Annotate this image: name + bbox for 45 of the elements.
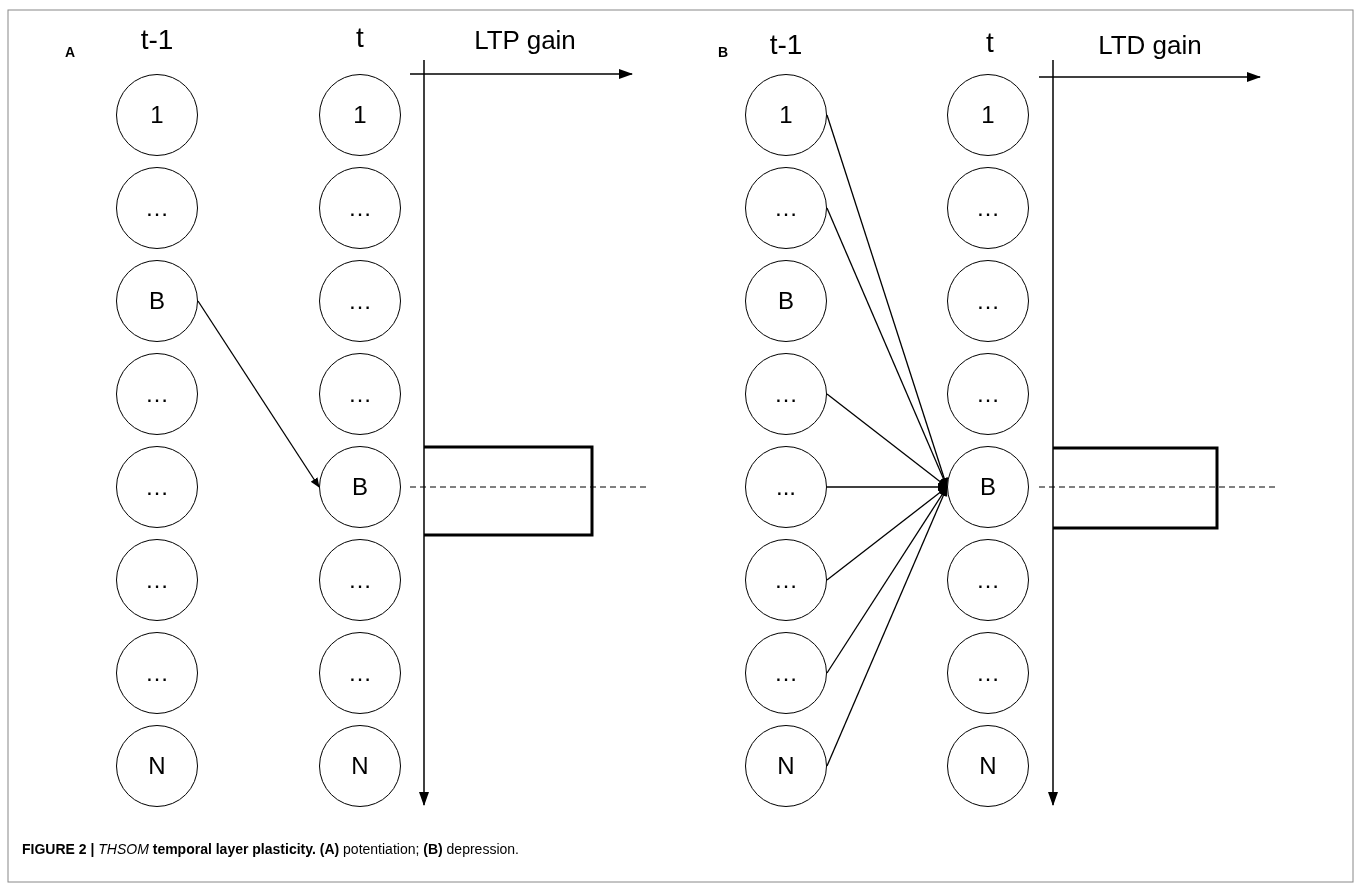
neuron-circle: … (116, 632, 198, 714)
panel-letter: B (717, 44, 729, 60)
neuron-circle: … (116, 353, 198, 435)
neuron-circle: … (319, 167, 401, 249)
axis-label: LTP gain (474, 24, 576, 56)
neuron-circle: … (319, 260, 401, 342)
neuron-circle: N (319, 725, 401, 807)
neuron-circle: … (947, 539, 1029, 621)
arrow (826, 483, 948, 491)
neuron-circle: … (947, 632, 1029, 714)
neuron-circle: … (947, 353, 1029, 435)
neuron-circle: ... (745, 446, 827, 528)
neuron-circle: 1 (745, 74, 827, 156)
neuron-circle: … (116, 539, 198, 621)
neuron-circle: … (947, 167, 1029, 249)
arrow (826, 486, 948, 581)
neuron-circle: … (319, 353, 401, 435)
axis-label: LTD gain (1098, 29, 1202, 61)
neuron-circle: … (319, 632, 401, 714)
neuron-circle: … (745, 167, 827, 249)
neuron-circle: … (947, 260, 1029, 342)
neuron-circle: B (319, 446, 401, 528)
neuron-circle: 1 (319, 74, 401, 156)
neuron-circle: B (116, 260, 198, 342)
neuron-circle: N (947, 725, 1029, 807)
panel-letter: A (64, 44, 76, 60)
arrow (197, 300, 320, 488)
arrow (826, 393, 948, 488)
neuron-circle: … (745, 632, 827, 714)
neuron-circle: … (116, 167, 198, 249)
neuron-circle: N (745, 725, 827, 807)
neuron-circle: 1 (116, 74, 198, 156)
neuron-circle: B (947, 446, 1029, 528)
neuron-circle: … (745, 353, 827, 435)
layer-label: t-1 (140, 24, 174, 56)
layer-label: t (356, 22, 364, 54)
neuron-circle: 1 (947, 74, 1029, 156)
neuron-circle: B (745, 260, 827, 342)
layer-label: t (986, 27, 994, 59)
neuron-circle: … (745, 539, 827, 621)
neuron-circle: … (319, 539, 401, 621)
neuron-circle: … (116, 446, 198, 528)
neuron-circle: N (116, 725, 198, 807)
layer-label: t-1 (769, 29, 803, 61)
figure-caption: FIGURE 2 | THSOM temporal layer plasticity. (A) potentiation; (B) depression. (22, 841, 519, 857)
